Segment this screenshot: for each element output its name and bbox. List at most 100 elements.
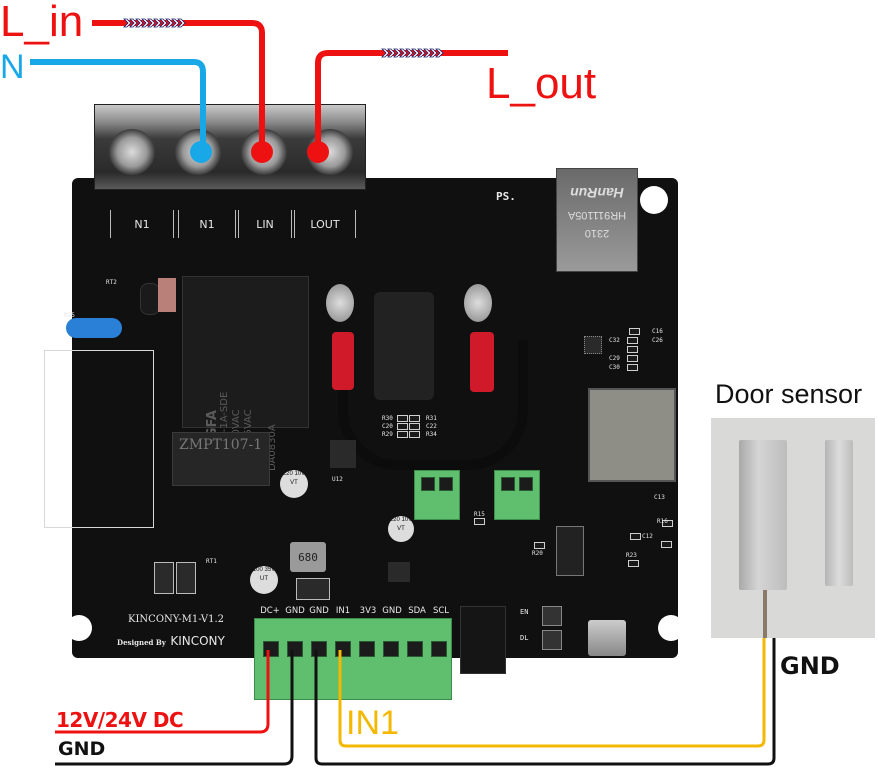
flow-arrows-l-out [381, 48, 444, 58]
ref-c26: C26 [652, 337, 663, 344]
pin-label-dc-plus: DC+ [260, 606, 280, 616]
ring-lug-right [464, 284, 492, 322]
inductor-value: 680 [298, 550, 318, 564]
ring-lug-left-sleeve [332, 332, 354, 390]
connection-dot-n [190, 141, 212, 163]
io-terminal-block [254, 618, 452, 700]
isolation-area [44, 350, 154, 528]
label-in1: IN1 [346, 704, 399, 742]
ref-c30: C30 [609, 364, 620, 371]
smd-pad [662, 520, 673, 527]
wire-l-out [315, 50, 508, 152]
ring-lug-left [326, 284, 354, 322]
pin-label-3v3: 3V3 [359, 606, 377, 616]
ref-r34: R34 [426, 431, 437, 438]
capacitor-c2: 100 35V UT [250, 566, 278, 594]
chip-u12 [330, 440, 356, 468]
terminal-label-lin: LIN [238, 210, 292, 238]
pin-label-gnd-3: GND [382, 606, 402, 616]
capacitor-c1: 220 10V VT [280, 470, 308, 498]
ref-c16: C16 [652, 328, 663, 335]
smd-pad [397, 423, 408, 430]
button-dl[interactable] [542, 630, 562, 650]
ps-label: PS. [496, 190, 516, 203]
ref-c22: C22 [426, 423, 437, 430]
chip-u6 [556, 526, 584, 576]
wire-in1 [338, 638, 766, 748]
pin-label-scl: SCL [432, 606, 450, 616]
button-en[interactable] [542, 606, 562, 626]
connection-dot-lout [307, 141, 329, 163]
designed-by: Designed By KINCONY [117, 632, 225, 650]
smd-pad [627, 346, 638, 353]
ring-lug-right-sleeve [470, 332, 494, 392]
usb-c-port[interactable] [588, 620, 626, 656]
sensor-magnet [825, 440, 853, 586]
diode-d4 [176, 562, 196, 594]
label-gnd-right: GND [780, 652, 840, 680]
mounting-hole [66, 615, 92, 641]
door-sensor-photo [711, 418, 875, 638]
label-l-in: L_in [0, 0, 84, 46]
screw [109, 129, 155, 175]
ref-c32: C32 [609, 337, 620, 344]
smd-pad [409, 415, 420, 422]
smd-pad [629, 328, 640, 335]
ref-c12: C12 [642, 533, 653, 540]
wire-gnd-supply [55, 650, 294, 766]
relay: HONGFA HF2150-1A-SDE 30A 240VAC 30A 125V… [182, 276, 309, 471]
diode-d3 [154, 562, 174, 594]
mounting-hole [658, 615, 684, 641]
smd-pad [534, 542, 545, 549]
pin-label-gnd-1: GND [285, 606, 305, 616]
wire-n [30, 59, 206, 152]
module-label: ZMPT107-1 [179, 437, 263, 453]
smd-pad [627, 337, 638, 344]
cap-label: 220 10V VT [282, 471, 306, 486]
smd-pad [661, 541, 672, 548]
label-supply: 12V/24V DC [56, 708, 184, 732]
smd-pad [628, 560, 639, 567]
pin-label-gnd-2: GND [309, 606, 329, 616]
voltage-transformer-module: ZMPT107-1 [172, 432, 270, 486]
terminal-label-n1-a: N1 [110, 210, 174, 238]
label-gnd-left: GND [58, 738, 106, 760]
ref-c29: C29 [609, 355, 620, 362]
wire-dc-plus [55, 650, 270, 734]
ref-r20: R20 [532, 550, 543, 557]
terminal-label-n1-b: N1 [178, 210, 236, 238]
ref-r30: R30 [382, 415, 393, 422]
label-l-out: L_out [486, 59, 597, 108]
terminal-block-ct-2 [494, 470, 540, 520]
terminal-label-lout: LOUT [294, 210, 356, 238]
brand-text: KINCONY [170, 634, 225, 648]
capacitor-c4: 220 10V VT [388, 516, 414, 542]
pin-label-sda: SDA [408, 606, 426, 616]
sensor-body [739, 440, 787, 590]
wifi-module [588, 388, 676, 482]
mounting-hole [640, 186, 668, 214]
smd-pad [409, 423, 420, 430]
door-sensor-label: Door sensor [715, 379, 863, 409]
sensor-cable [763, 590, 767, 638]
ref-r23: R23 [626, 552, 637, 559]
wire-l-in [92, 20, 265, 152]
button-dl-label: DL [520, 634, 529, 642]
audio-jack[interactable] [460, 606, 506, 674]
ref-c13: C13 [654, 494, 665, 501]
wire-gnd-sensor [314, 638, 776, 766]
terminal-block-ct-1 [414, 470, 460, 520]
ref-r29: R29 [382, 431, 393, 438]
fuse [158, 278, 176, 312]
ref-r16: R16 [657, 518, 668, 525]
smd-pad [630, 533, 641, 540]
smd-pad [627, 364, 638, 371]
smd-pad [397, 415, 408, 422]
smd-pad [397, 431, 408, 438]
chip-u2 [388, 562, 410, 582]
varistor [66, 318, 122, 338]
flow-arrows-l-in [123, 18, 186, 28]
board-model: KINCONY-M1-V1.2 [128, 614, 225, 625]
designed-by-text: Designed By [117, 638, 166, 647]
